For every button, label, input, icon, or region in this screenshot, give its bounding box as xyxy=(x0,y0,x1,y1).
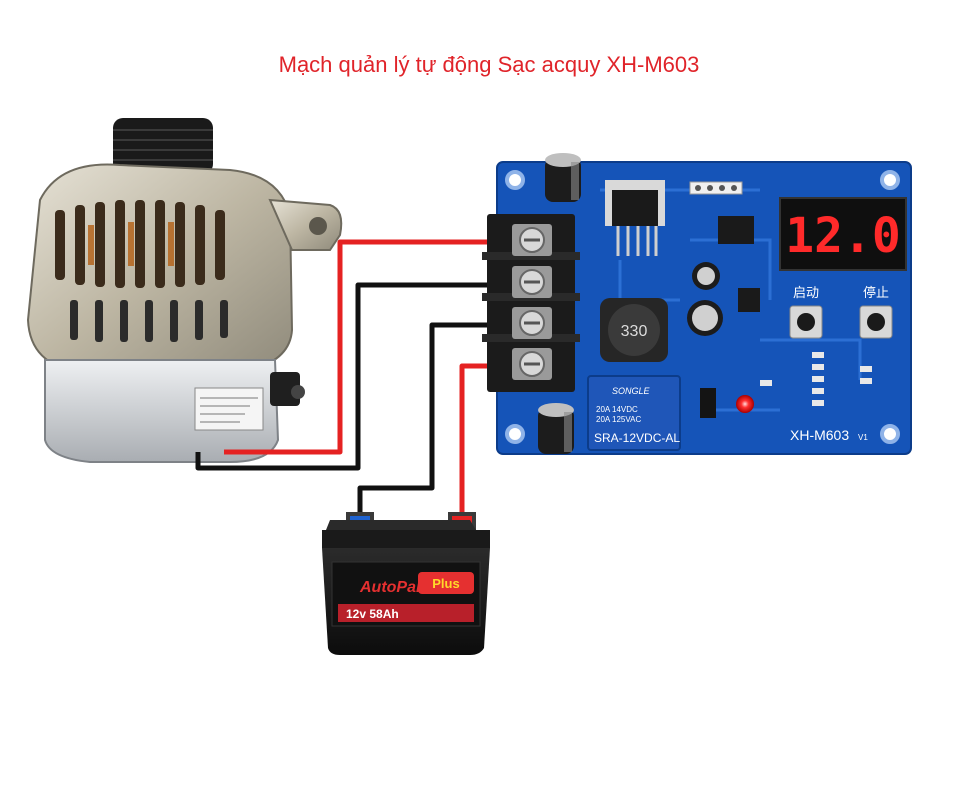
transistor xyxy=(738,288,760,312)
mounting-hole xyxy=(882,426,898,442)
mounting-hole xyxy=(507,426,523,442)
start-button[interactable]: 启动 xyxy=(790,286,822,338)
alternator-output-terminal xyxy=(270,372,305,406)
relay-rating-line2: 20A 125VAC xyxy=(596,415,641,424)
relay-brand: SONGLE xyxy=(612,386,651,396)
display-value: 12.0 xyxy=(785,208,901,264)
alternator-vents xyxy=(55,200,225,288)
module-version-label: V1 xyxy=(858,433,868,442)
diode xyxy=(700,388,716,418)
screw-terminal xyxy=(512,266,552,298)
capacitor xyxy=(545,153,581,202)
microcontroller-ic xyxy=(718,216,754,244)
inductor: 330 xyxy=(600,298,668,362)
car-battery: AutoPart Plus 12v 58Ah xyxy=(322,512,490,655)
relay: SONGLE 20A 14VDC 20A 125VAC SRA-12VDC-AL xyxy=(588,376,680,450)
mounting-hole xyxy=(507,172,523,188)
screw-terminal xyxy=(512,307,552,339)
start-button-label: 启动 xyxy=(793,286,819,301)
terminal-block xyxy=(482,214,580,392)
mounting-hole xyxy=(882,172,898,188)
alternator-label-plate xyxy=(195,388,263,430)
battery-brand: AutoPart xyxy=(359,579,428,596)
screw-terminal xyxy=(512,348,552,380)
pin-header xyxy=(690,182,742,194)
seven-segment-display: 12.0 xyxy=(780,198,906,270)
stop-button-label: 停止 xyxy=(863,285,889,301)
capacitor xyxy=(687,300,723,336)
xh-m603-module: 12.0 330 启动 停止 xyxy=(482,153,911,454)
battery-spec: 12v 58Ah xyxy=(346,607,399,621)
battery-logo-text: Plus xyxy=(432,576,459,591)
capacitor xyxy=(538,403,574,454)
module-model-label: XH-M603 xyxy=(790,427,849,443)
capacitor xyxy=(692,262,720,290)
stop-button[interactable]: 停止 xyxy=(860,285,892,338)
relay-model: SRA-12VDC-AL xyxy=(594,431,680,445)
alternator xyxy=(28,118,341,462)
battery-logo-badge: Plus xyxy=(418,572,474,594)
inductor-label: 330 xyxy=(621,323,648,340)
status-led xyxy=(736,395,754,413)
screw-terminal xyxy=(512,224,552,256)
relay-rating-line1: 20A 14VDC xyxy=(596,405,638,414)
